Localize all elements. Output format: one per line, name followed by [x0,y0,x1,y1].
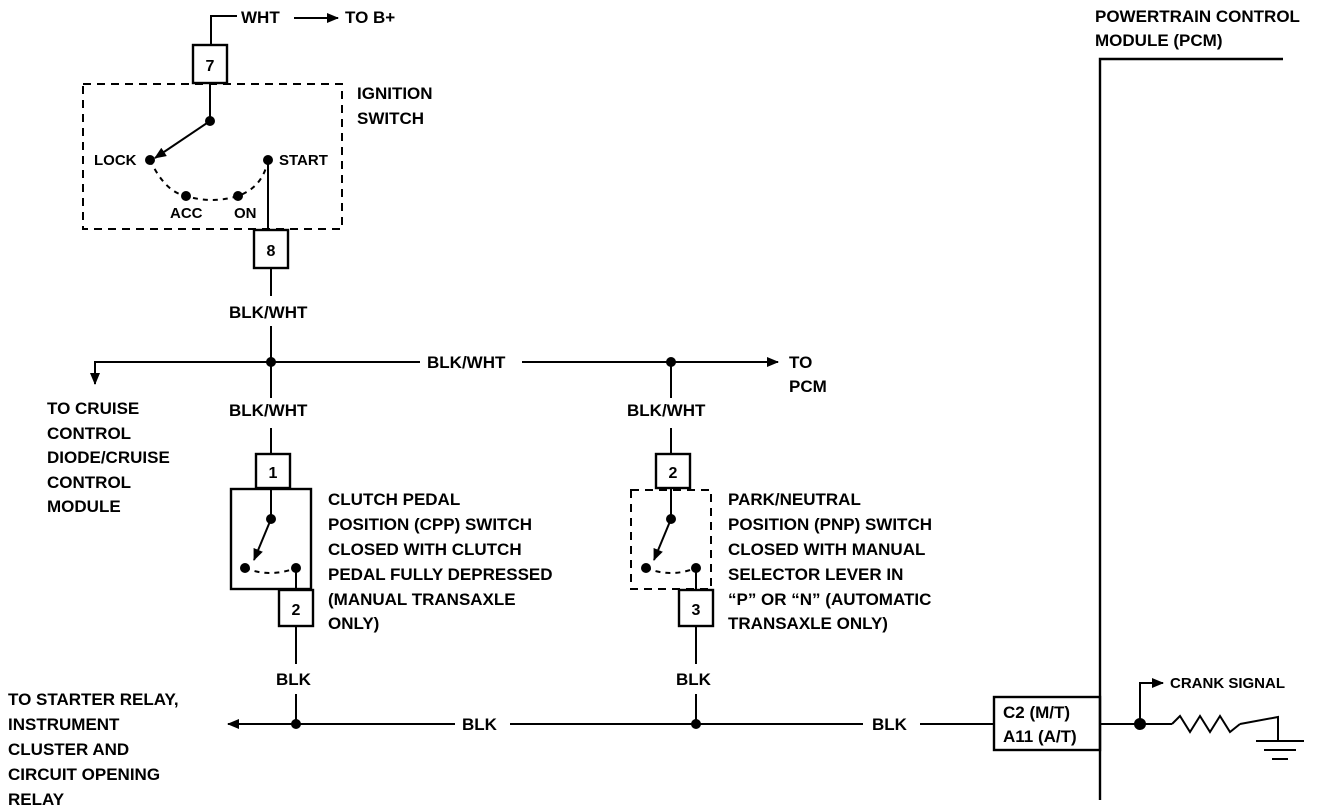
cpp-desc-line2: POSITION (CPP) SWITCH [328,515,532,534]
blk-wht-circuit: BLK/WHT BLK/WHT TO PCM TO CRUISE CONTROL… [47,268,827,516]
pnp-switch-arm [653,518,672,561]
pnp-switch: BLK/WHT 2 3 PARK/NEUTRAL POSITION (PNP) … [627,362,932,724]
pnp-desc-line2: POSITION (PNP) SWITCH [728,515,932,534]
ignition-switch-arm [154,120,211,159]
cruise-line3: DIODE/CRUISE [47,448,170,467]
blk-wht-label-ignition: BLK/WHT [229,303,308,322]
acc-label: ACC [170,205,203,222]
cpp-switch: BLK/WHT 1 2 CLUTCH PEDAL POSITION (CPP) … [229,401,553,724]
pcm-connector: C2 (M/T) A11 (A/T) CRANK SIGNAL [992,675,1304,760]
cpp-pin-2: 2 [292,602,301,619]
cpp-desc-line4: PEDAL FULLY DEPRESSED [328,565,553,584]
wht-wire-label: WHT [241,8,280,27]
to-pcm-line2: PCM [789,377,827,396]
ignition-switch-label-1: IGNITION [357,84,433,103]
pnp-desc-line6: TRANSAXLE ONLY) [728,614,888,633]
to-pcm-line1: TO [789,353,812,372]
pnp-contact-arc [645,567,697,574]
pnp-desc-line1: PARK/NEUTRAL [728,490,861,509]
cruise-line2: CONTROL [47,424,131,443]
pnp-switch-housing [630,489,712,590]
blk-wht-label-pnp: BLK/WHT [627,401,706,420]
pnp-pin-2-box [654,452,692,490]
on-contact [233,191,243,201]
blk-wht-label-cpp: BLK/WHT [229,401,308,420]
to-b-plus-label: TO B+ [345,8,395,27]
cpp-desc-line6: ONLY) [328,614,379,633]
starter-line5: RELAY [8,790,65,809]
resistor-icon [1171,714,1241,734]
blk-wht-label-bus: BLK/WHT [427,353,506,372]
pcm-connector-line1: C2 (M/T) [1003,703,1070,722]
starter-line1: TO STARTER RELAY, [8,690,179,709]
starter-line3: CLUSTER AND [8,740,129,759]
cpp-desc-line5: (MANUAL TRANSAXLE [328,590,516,609]
blk-circuit: BLK BLK TO STARTER RELAY, INSTRUMENT CLU… [8,690,993,809]
pcm-title-line2: MODULE (PCM) [1095,31,1222,50]
ignition-position-arc [149,159,269,201]
cpp-pin-1: 1 [269,465,278,482]
blk-label-cpp: BLK [276,670,312,689]
pnp-desc-line4: SELECTOR LEVER IN [728,565,903,584]
blk-label-bus: BLK [462,715,498,734]
pcm-boundary [1098,57,1283,800]
splice-pnp-bus [691,719,701,729]
resistor-to-ground-wire [1239,715,1279,740]
pnp-pin-2: 2 [669,465,678,482]
ignition-pin-7: 7 [206,58,215,75]
splice-ignition [266,357,276,367]
starter-line2: INSTRUMENT [8,715,120,734]
cpp-desc-line1: CLUTCH PEDAL [328,490,460,509]
cruise-line4: CONTROL [47,473,131,492]
cruise-line5: MODULE [47,497,121,516]
ignition-switch-housing [82,83,343,230]
on-label: ON [234,205,257,222]
pnp-pin-3: 3 [692,602,701,619]
splice-cpp-bus [291,719,301,729]
blk-label-pcm: BLK [872,715,908,734]
pcm-connector-line2: A11 (A/T) [1003,727,1077,746]
lock-label: LOCK [94,152,137,169]
cruise-line1: TO CRUISE [47,399,139,418]
crank-signal-arrow [1139,678,1164,724]
pnp-desc-line5: “P” OR “N” (AUTOMATIC [728,590,931,609]
ignition-pin-8: 8 [267,243,276,260]
cpp-contact-arc [244,567,297,574]
pnp-desc-line3: CLOSED WITH MANUAL [728,540,925,559]
pcm-module: POWERTRAIN CONTROL MODULE (PCM) [1095,7,1300,800]
cruise-branch-wire [90,361,271,385]
ignition-switch: WHT TO B+ 7 IGNITION SWITCH LOCK ACC ON … [82,8,433,270]
blk-label-pnp: BLK [676,670,712,689]
cpp-desc-line3: CLOSED WITH CLUTCH [328,540,522,559]
b-plus-feed-wire [210,15,237,45]
cpp-switch-arm [253,518,272,561]
crank-signal-label: CRANK SIGNAL [1170,675,1285,692]
start-label: START [279,152,328,169]
starter-line4: CIRCUIT OPENING [8,765,160,784]
ignition-switch-label-2: SWITCH [357,109,424,128]
pcm-title-line1: POWERTRAIN CONTROL [1095,7,1300,26]
